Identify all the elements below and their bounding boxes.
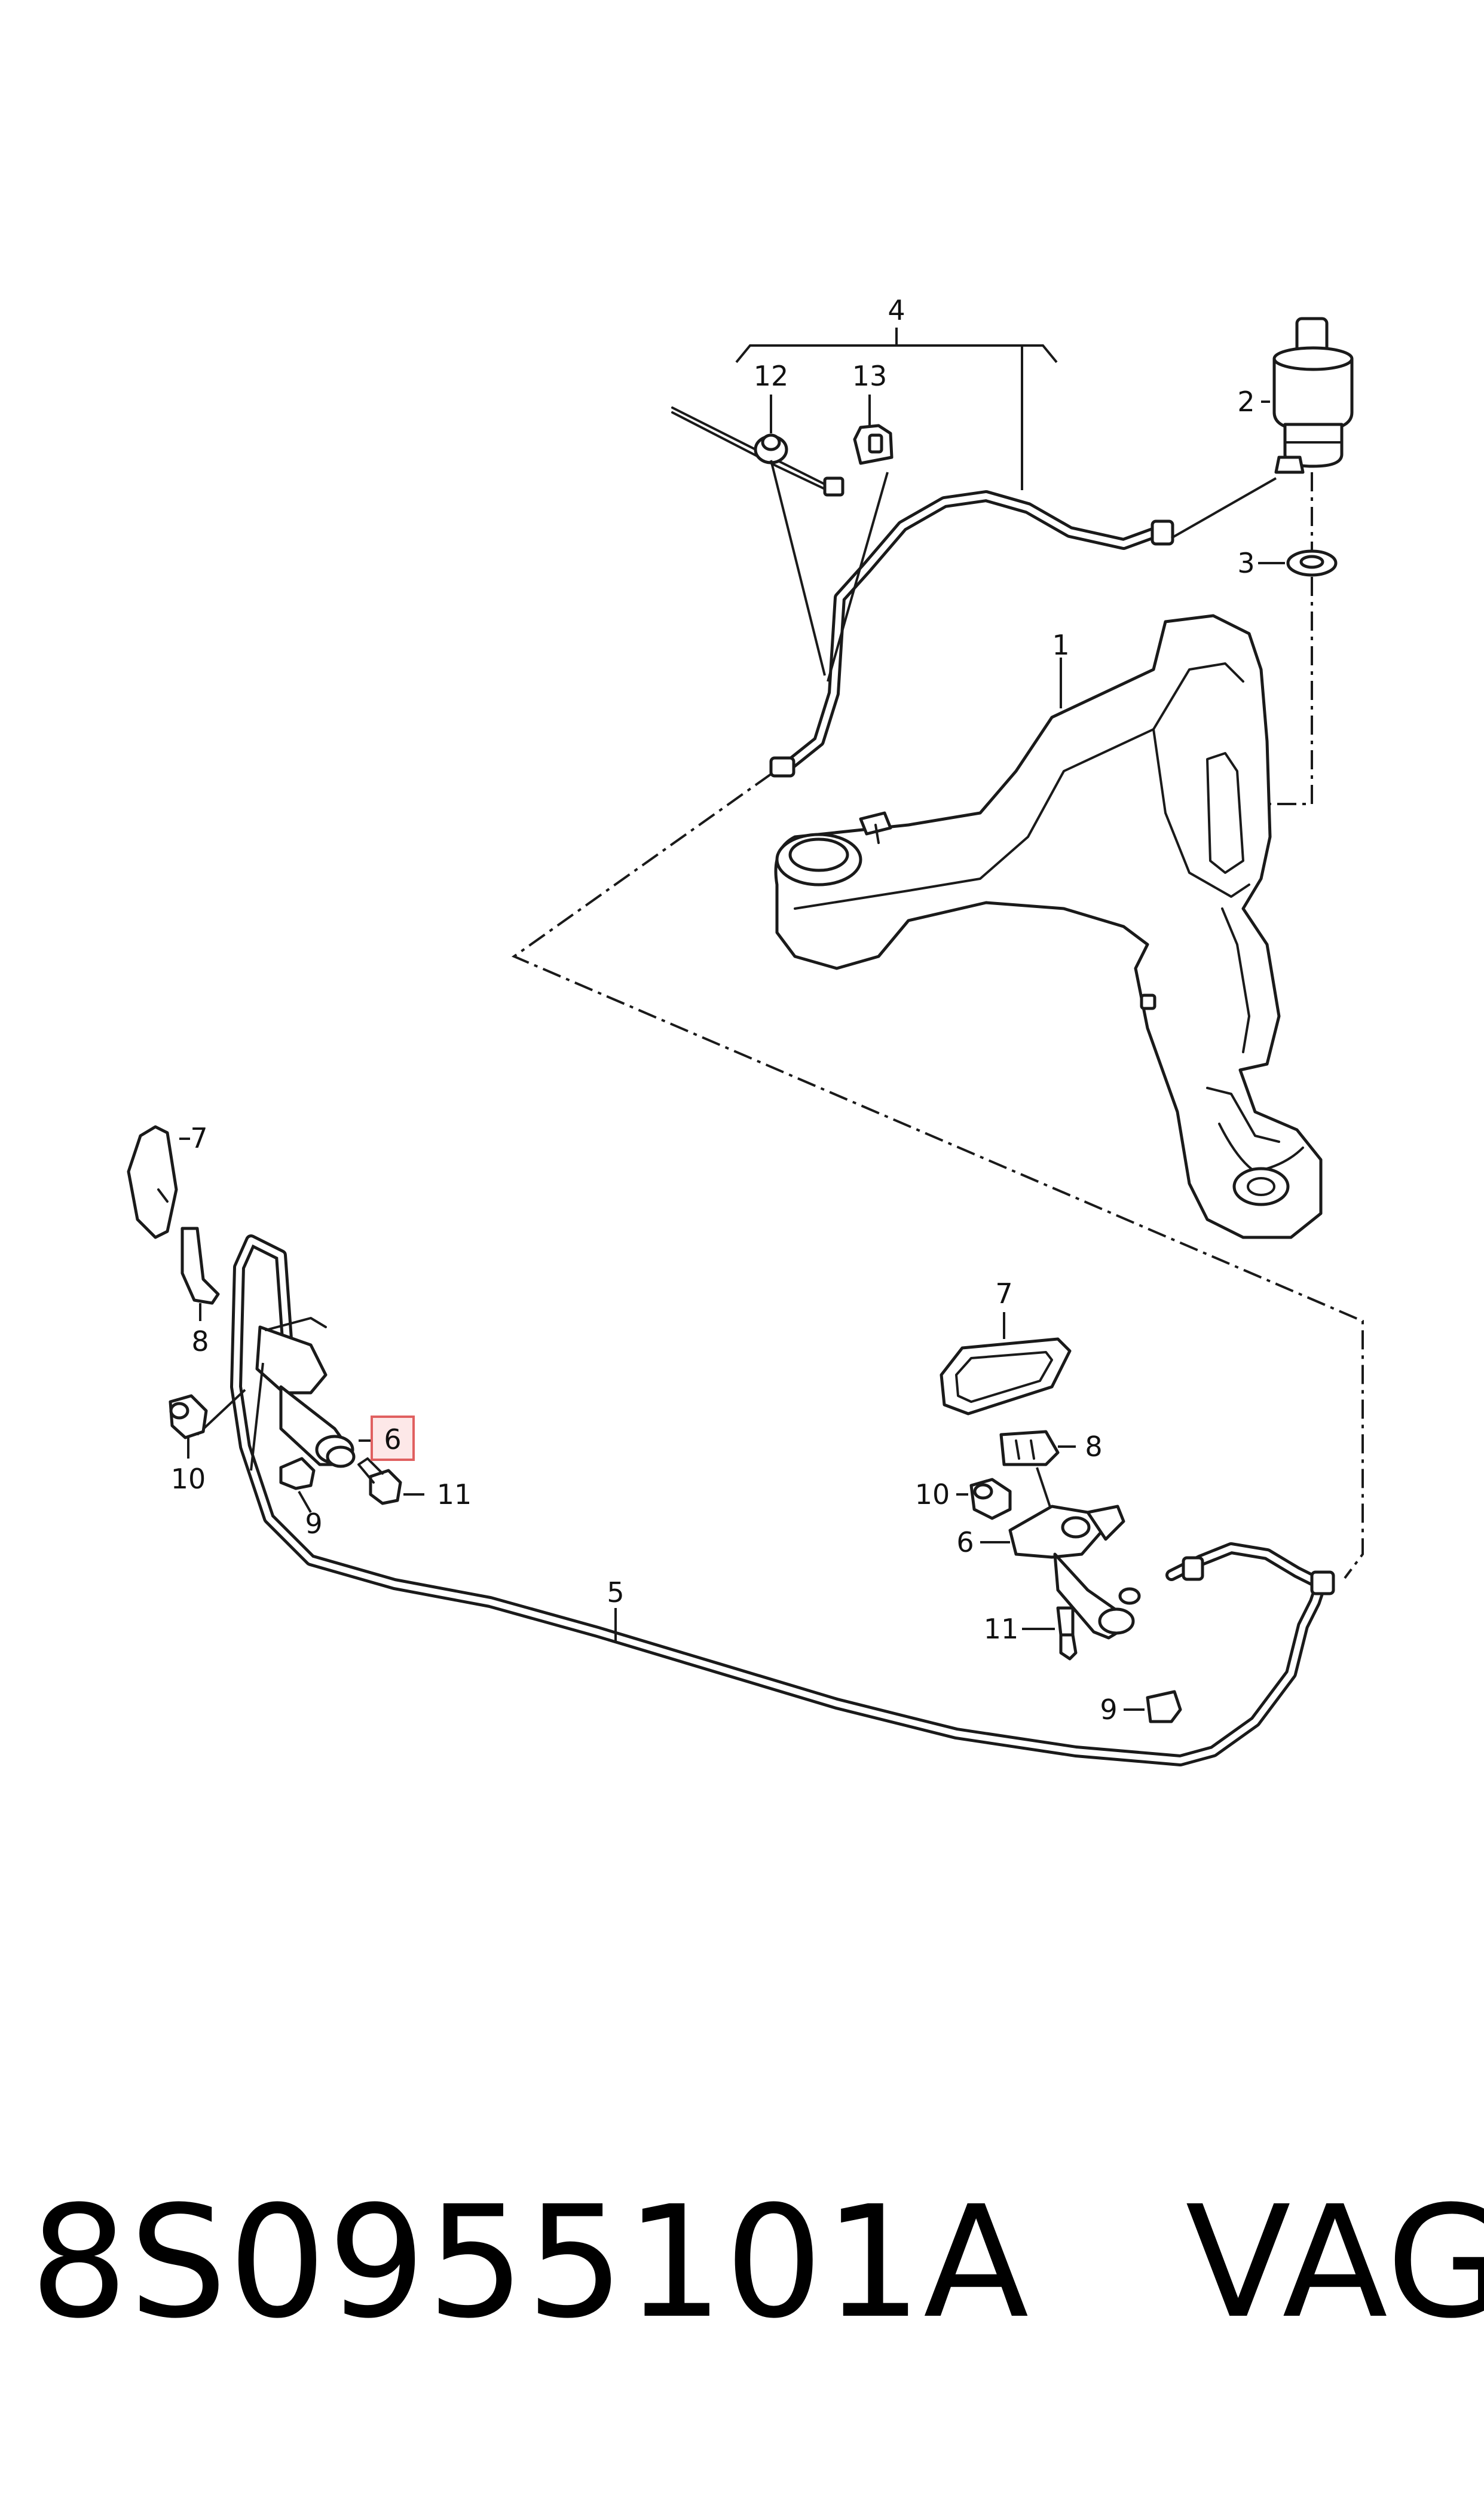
left-bracket-8 bbox=[180, 1227, 220, 1321]
right-washer-nozzle-6 bbox=[980, 1505, 1141, 1640]
callout-1: 1 bbox=[1052, 629, 1069, 661]
left-washer-nozzle-6 bbox=[196, 1317, 380, 1471]
left-nut-10 bbox=[169, 1394, 208, 1459]
callout-13: 13 bbox=[852, 360, 888, 392]
right-screw-11 bbox=[1022, 1606, 1078, 1661]
left-clip-9 bbox=[279, 1457, 316, 1513]
cable-tie-12 bbox=[671, 395, 844, 676]
callout-6-highlight bbox=[371, 1416, 415, 1461]
callout-2: 2 bbox=[1237, 386, 1254, 418]
callout-9-left: 9 bbox=[305, 1508, 322, 1540]
brand-name: VAG bbox=[1185, 2173, 1484, 2352]
right-nut-10 bbox=[956, 1478, 1012, 1520]
washer-hose-lower-5 bbox=[230, 1234, 1335, 1766]
right-clip-9 bbox=[1124, 1690, 1182, 1723]
assembly-dashed-line bbox=[511, 773, 1364, 1579]
callout-10-left: 10 bbox=[171, 1463, 206, 1495]
callout-8-left: 8 bbox=[191, 1325, 209, 1358]
callout-6-right: 6 bbox=[956, 1526, 974, 1558]
callout-3: 3 bbox=[1237, 547, 1254, 579]
callout-12: 12 bbox=[754, 360, 789, 392]
callout-9-right: 9 bbox=[1100, 1693, 1117, 1726]
callout-6-left: 6 bbox=[384, 1423, 401, 1456]
left-cover-7 bbox=[127, 1125, 190, 1239]
washer-hose-upper bbox=[769, 490, 1174, 778]
left-screw-11 bbox=[357, 1457, 424, 1505]
callout-11-right: 11 bbox=[984, 1613, 1019, 1645]
grommet-3 bbox=[1213, 472, 1338, 805]
washer-reservoir-1 bbox=[774, 614, 1323, 1239]
callout-4: 4 bbox=[888, 294, 905, 326]
part-number: 8S0955101A bbox=[30, 2173, 1030, 2352]
part-number-footer: 8S0955101A VAG bbox=[30, 2164, 1484, 2361]
right-cover-7 bbox=[940, 1312, 1072, 1416]
callout-4-bracket bbox=[735, 328, 1058, 490]
callout-7-left: 7 bbox=[190, 1122, 207, 1154]
callout-7-right: 7 bbox=[995, 1277, 1012, 1310]
callout-11-left: 11 bbox=[437, 1478, 472, 1511]
callout-10-right: 10 bbox=[915, 1478, 950, 1511]
right-bracket-8 bbox=[999, 1430, 1076, 1513]
callout-8-right: 8 bbox=[1085, 1430, 1102, 1463]
washer-system-exploded-diagram: 4 1 2 3 5 12 13 7 8 6 10 9 11 7 8 10 6 1… bbox=[127, 294, 1364, 1766]
washer-pump-2 bbox=[1171, 317, 1354, 539]
callout-5: 5 bbox=[607, 1576, 624, 1609]
clip-13 bbox=[827, 395, 894, 682]
